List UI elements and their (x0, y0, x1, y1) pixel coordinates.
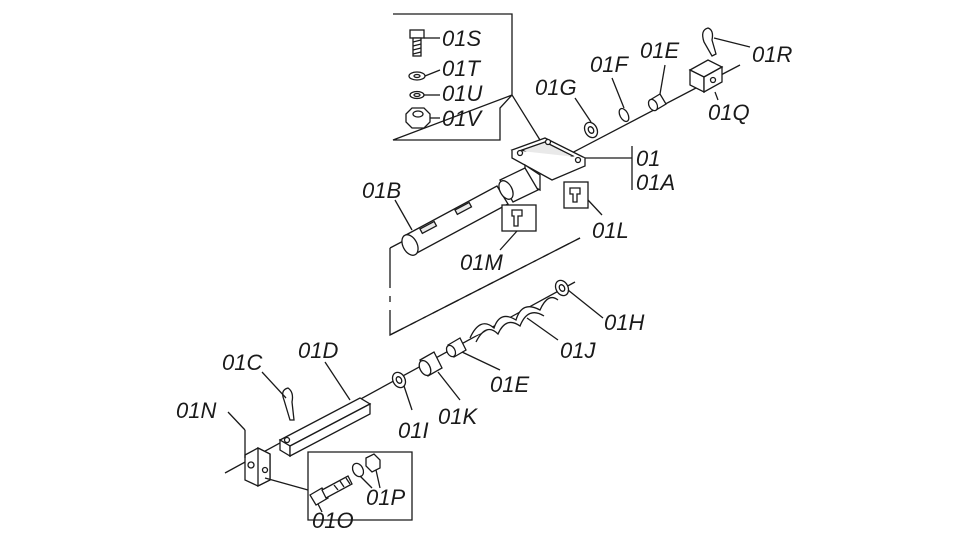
label-01R: 01R (752, 42, 792, 67)
label-01U: 01U (442, 81, 482, 106)
label-01O: 01O (312, 508, 354, 533)
label-01S: 01S (442, 26, 481, 51)
label-01B: 01B (362, 178, 401, 203)
nut-01V (405, 107, 440, 129)
cotter-pin-01R (702, 27, 751, 57)
label-01K: 01K (438, 404, 478, 429)
block-01Q (688, 59, 724, 101)
bar-01D (278, 361, 372, 458)
hardware-inset-01O-01P (307, 451, 413, 521)
leader-01G (574, 97, 592, 123)
hardware-inset-box (392, 13, 541, 141)
bushing-01G (583, 121, 599, 139)
label-01E-top: 01E (640, 38, 679, 63)
collar-01E-bottom (445, 337, 501, 371)
bracket-01N (227, 411, 309, 491)
label-01C: 01C (222, 350, 262, 375)
label-01M: 01M (460, 250, 503, 275)
grease-fitting-01M-box (499, 204, 537, 251)
label-01F: 01F (590, 52, 629, 77)
coupling (498, 167, 539, 203)
lockwasher-01U (409, 90, 440, 100)
bushing-01K (418, 351, 461, 401)
tube-01B (394, 185, 509, 256)
washer-01I (391, 371, 413, 411)
label-01V: 01V (442, 106, 483, 131)
label-01A: 01A (636, 170, 675, 195)
break-line-lower (389, 237, 581, 336)
washer-01F (611, 77, 630, 123)
label-01Q: 01Q (708, 100, 750, 125)
auger-flight-01J (469, 296, 559, 343)
grease-fitting-01L-box (563, 181, 603, 216)
label-01J: 01J (560, 338, 596, 363)
label-01P: 01P (366, 485, 405, 510)
washer-01T (408, 69, 441, 81)
label-01L: 01L (592, 218, 629, 243)
label-01T: 01T (442, 56, 481, 81)
label-01D: 01D (298, 338, 338, 363)
label-01I: 01I (398, 418, 429, 443)
label-01: 01 (636, 146, 660, 171)
label-01E-bottom: 01E (490, 372, 529, 397)
label-01H: 01H (604, 310, 644, 335)
bolt-01S (409, 29, 440, 57)
washer-01H (554, 279, 604, 319)
cotter-pin-01C (261, 371, 295, 421)
label-01N: 01N (176, 398, 216, 423)
sleeve-01E-top (647, 64, 667, 112)
label-01G: 01G (535, 75, 577, 100)
